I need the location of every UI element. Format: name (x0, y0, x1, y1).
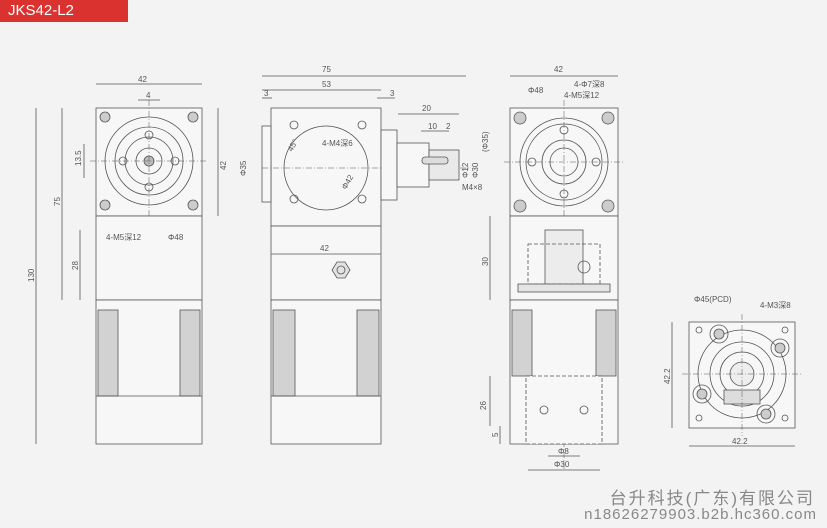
view-output (489, 75, 624, 471)
view-input (671, 314, 802, 447)
dim-v2-phi30: Φ30 (471, 162, 480, 178)
dim-v3-phi30: Φ30 (554, 460, 570, 469)
dim-v1-13-5: 13.5 (74, 150, 83, 166)
dim-v1-42: 42 (138, 75, 147, 84)
dim-v2-m4x8: M4×8 (462, 183, 483, 192)
housing (270, 107, 382, 227)
dim-v3-26: 26 (479, 401, 488, 410)
dim-v2-10: 10 (428, 122, 437, 131)
view-side (261, 75, 470, 445)
dim-v2-m4: 4-M4深6 (322, 139, 353, 148)
dim-v2-75: 75 (322, 65, 331, 74)
dim-v1-4: 4 (146, 91, 151, 100)
dim-v1-130: 130 (27, 268, 36, 282)
dim-v4-m3: 4-M3深8 (760, 301, 791, 310)
dim-v2-53: 53 (322, 80, 331, 89)
dim-v1-phi48: Φ48 (168, 233, 184, 242)
company-name: 台升科技(广东)有限公司 (609, 489, 815, 508)
dim-v1-42-right: 42 (219, 161, 228, 170)
dim-v4-pcd: Φ45(PCD) (694, 295, 732, 304)
dim-v3-42: 42 (554, 65, 563, 74)
dim-v3-phi8: Φ8 (558, 447, 569, 456)
model-title: JKS42-L2 (0, 0, 128, 22)
dim-v3-phi48: Φ48 (528, 86, 544, 95)
dim-v3-5: 5 (491, 432, 500, 437)
dim-v2-phi12: Φ12 (461, 162, 470, 178)
dim-v3-m5: 4-M5深12 (564, 91, 600, 100)
dim-v2-phi35-paren: (Φ35) (481, 131, 490, 152)
dim-v3-phi7: 4-Φ7深8 (574, 80, 605, 89)
dim-v2-3a: 3 (264, 89, 269, 98)
dim-v1-75: 75 (53, 197, 62, 206)
dim-v2-2: 2 (446, 122, 451, 131)
view-front (35, 83, 219, 445)
dim-v3-30: 30 (481, 257, 490, 266)
dim-v1-28: 28 (71, 261, 80, 270)
watermark-url: n18626279903.b2b.hc360.com (584, 506, 817, 523)
dim-v2-3b: 3 (390, 89, 395, 98)
dim-v4-42-2-horizontal: 42.2 (732, 437, 748, 446)
dim-v2-phi35: Φ35 (239, 160, 248, 176)
dim-v4-42-2-vertical: 42.2 (663, 368, 672, 384)
dim-v2-20: 20 (422, 104, 431, 113)
dim-v1-m5: 4-M5深12 (106, 233, 142, 242)
dim-v2-42: 42 (320, 244, 329, 253)
dimension-labels: 42 4 13.5 42 75 130 28 4-M5深12 Φ48 75 53… (27, 65, 791, 469)
